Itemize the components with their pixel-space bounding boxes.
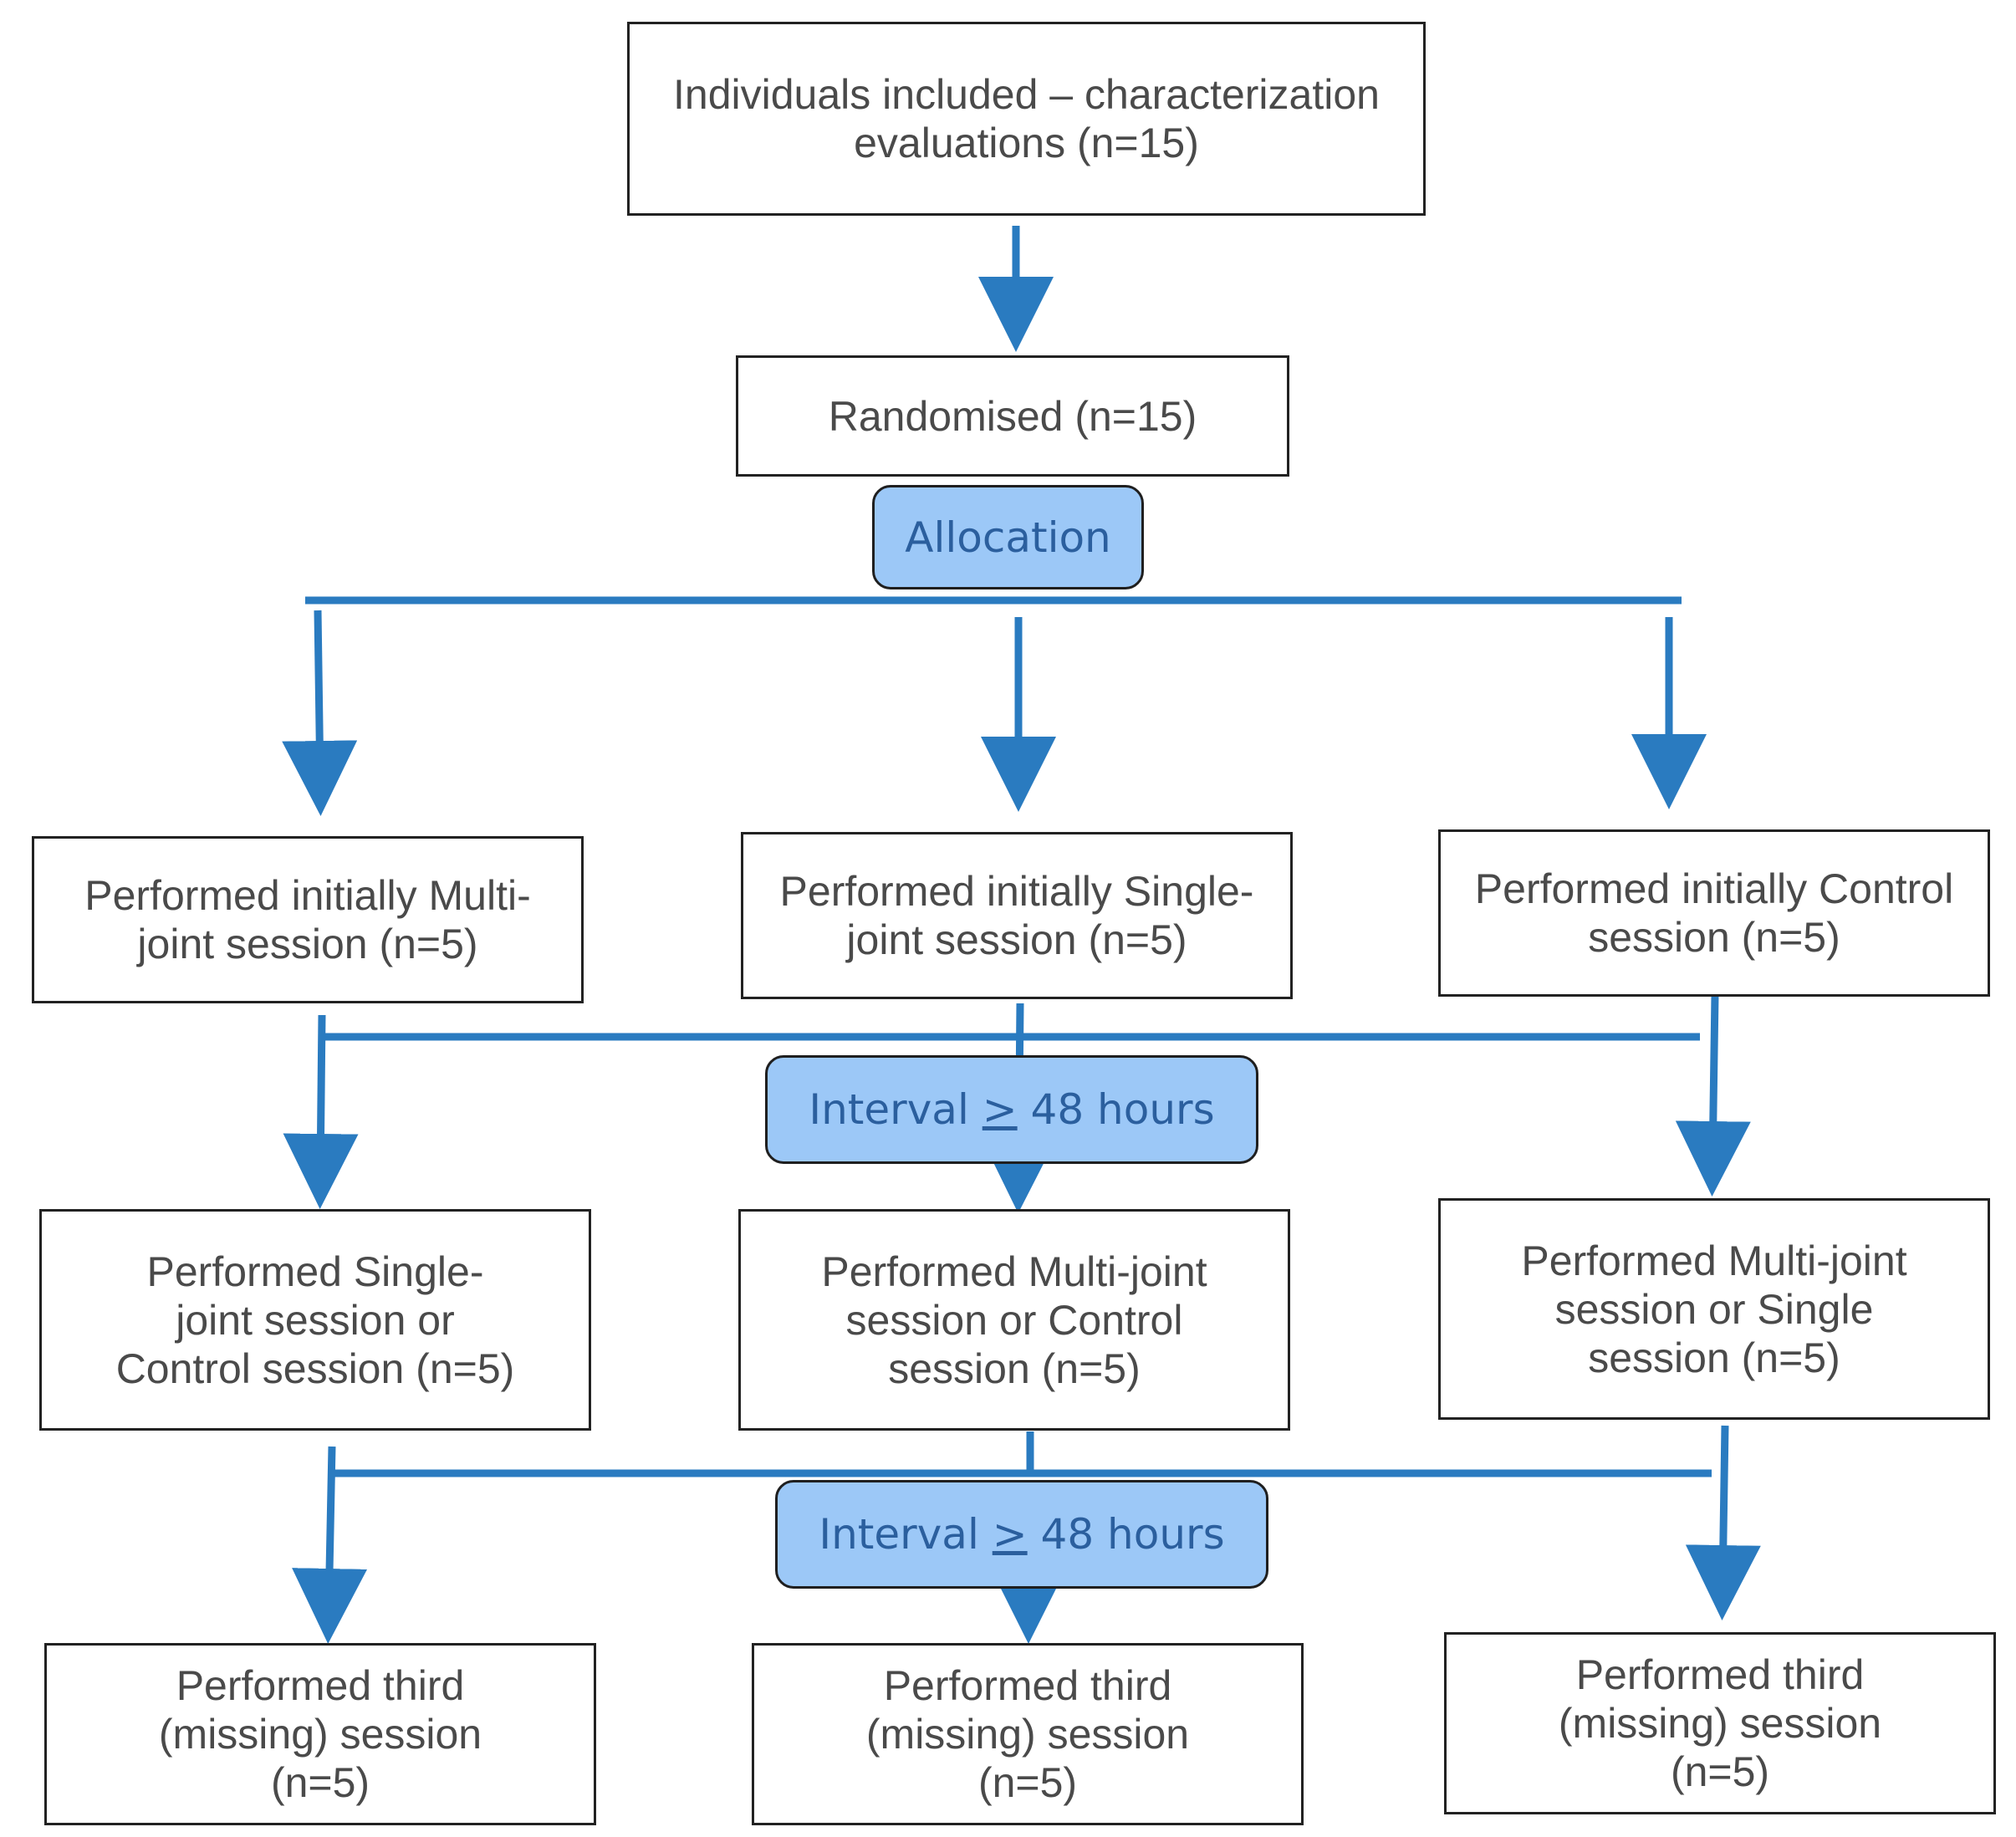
- node-third-mid: Performed third (missing) session (n=5): [752, 1643, 1304, 1825]
- node-second-left: Performed Single-joint session or Contro…: [39, 1209, 591, 1431]
- node-third-right: Performed third (missing) session (n=5): [1444, 1632, 1996, 1814]
- node-second-mid: Performed Multi-joint session or Control…: [738, 1209, 1290, 1431]
- node-init-multi: Performed initially Multi-joint session …: [32, 836, 584, 1003]
- interval-label-1: Interval > 48 hours: [765, 1055, 1258, 1164]
- arrow-to-init-multi: [282, 610, 358, 816]
- arrow-to-third-right: [1685, 1425, 1761, 1620]
- node-second-right: Performed Multi-joint session or Single …: [1438, 1198, 1990, 1420]
- node-init-single: Performed initially Single-joint session…: [741, 832, 1293, 999]
- arrow-to-second-left: [283, 1014, 359, 1209]
- node-init-control: Performed initially Control session (n=5…: [1438, 829, 1990, 997]
- node-included: Individuals included – characterization …: [627, 22, 1426, 216]
- allocation-label: Allocation: [872, 485, 1144, 589]
- node-third-left: Performed third (missing) session (n=5): [44, 1643, 596, 1825]
- node-randomised: Randomised (n=15): [736, 355, 1289, 477]
- arrow-to-third-left: [292, 1446, 368, 1644]
- arrow-to-second-right: [1675, 994, 1751, 1197]
- interval-label-2: Interval > 48 hours: [775, 1480, 1268, 1589]
